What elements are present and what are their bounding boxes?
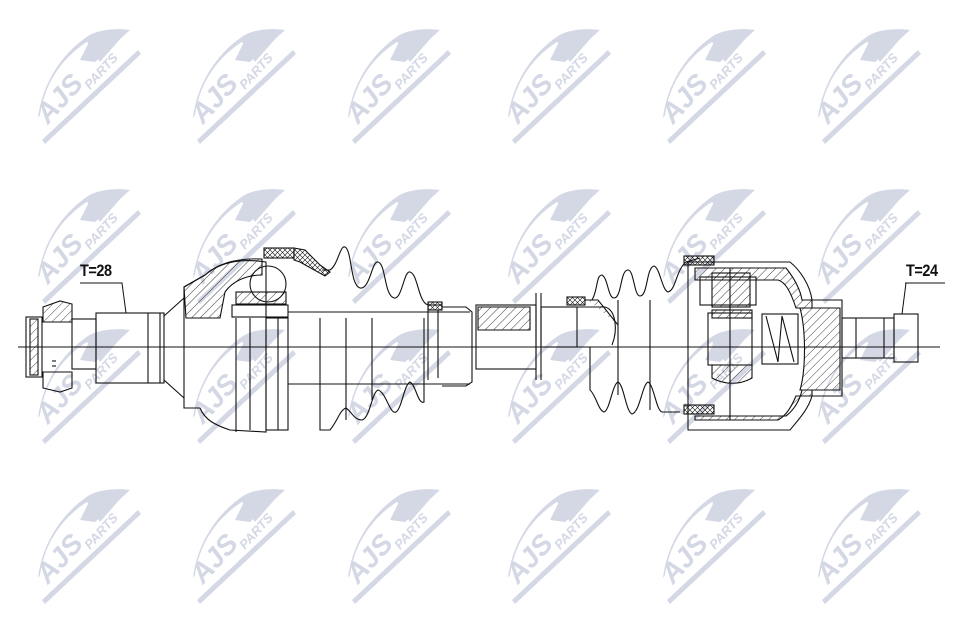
right-teeth-count-label: T=24 xyxy=(906,261,938,280)
outer-cv-joint xyxy=(183,247,331,433)
left-nut xyxy=(25,300,73,393)
inner-boot xyxy=(566,257,701,415)
outer-boot xyxy=(319,246,443,431)
left-teeth-count-label: T=28 xyxy=(80,261,112,280)
tripod-housing xyxy=(683,255,843,431)
